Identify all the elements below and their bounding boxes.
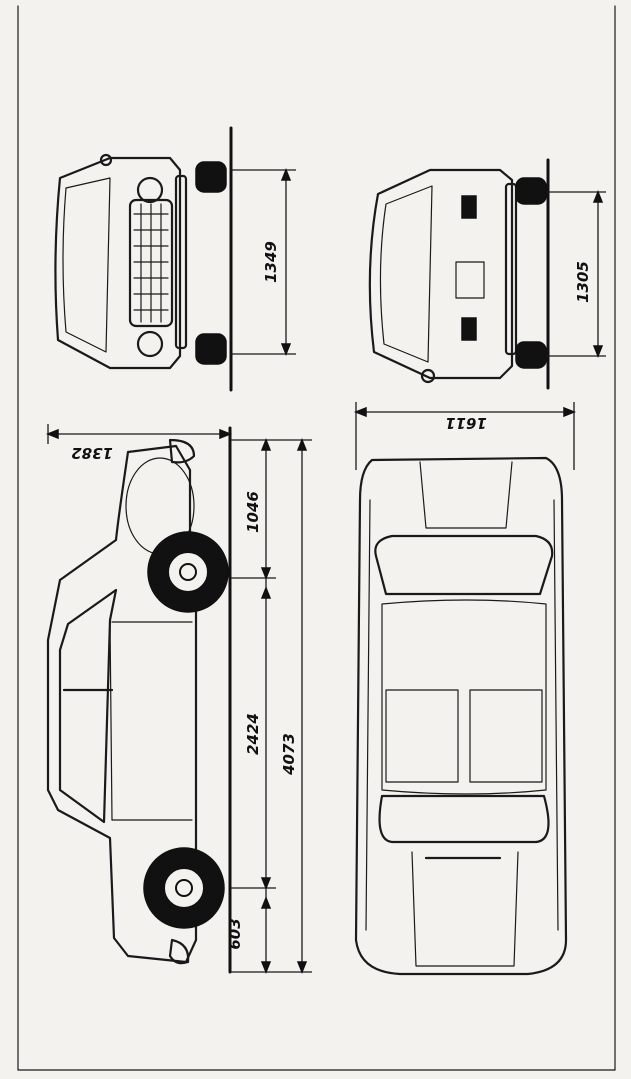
- side-view: 1382 1046 2424 603 40: [45, 424, 312, 975]
- side-height-label: 1382: [71, 444, 113, 462]
- rear-view-back-window: [379, 185, 433, 363]
- side-height-dimension: 1382: [45, 424, 233, 462]
- rear-view-tire-left: [515, 177, 547, 205]
- front-view-headlight-right: [136, 330, 164, 358]
- side-view-rear-bumper: [168, 938, 190, 965]
- side-view-greenhouse: [58, 588, 118, 824]
- rear-view-license-plate: [455, 261, 485, 299]
- side-view-front-bumper: [168, 438, 196, 464]
- top-view-seat-left: [385, 689, 459, 783]
- front-view: 1349: [54, 126, 296, 392]
- front-view-grille-bars: [133, 203, 169, 323]
- rear-height-label: 1305: [574, 261, 592, 303]
- page-frame: [17, 5, 616, 1071]
- track-width-dimension: 1611: [353, 402, 577, 470]
- side-view-beltline: [109, 619, 113, 821]
- length-dimensions: 1046 2424 603 4073: [226, 437, 312, 975]
- side-view-body: [46, 444, 198, 964]
- top-view-side-strip-right: [553, 499, 559, 931]
- front-view-tire-right: [195, 333, 227, 365]
- front-view-bumper: [174, 174, 188, 350]
- front-view-headlight-left: [136, 176, 164, 204]
- side-view-front-wheel: [147, 531, 229, 613]
- rear-view-tire-right: [515, 341, 547, 369]
- top-view-roof: [381, 599, 547, 795]
- rear-view-taillight-right: [461, 317, 477, 341]
- rear-view-taillight-left: [461, 195, 477, 219]
- front-view-body: [54, 156, 182, 370]
- rear-view-bumper: [504, 182, 518, 356]
- top-view-side-strip-left: [365, 499, 371, 931]
- wheelbase-label: 2424: [244, 713, 262, 755]
- rear-overhang-label: 603: [226, 918, 244, 949]
- front-overhang-label: 1046: [244, 491, 262, 533]
- rear-view: 1305: [368, 158, 606, 390]
- top-view-hood-panel: [419, 461, 513, 529]
- side-view-rear-wheel: [143, 847, 225, 929]
- front-view-grille: [128, 198, 174, 328]
- front-view-mirror: [99, 153, 113, 167]
- rear-view-body: [368, 168, 514, 380]
- front-height-dimension: 1349: [230, 167, 296, 357]
- top-view-body: [354, 456, 568, 976]
- top-view-rear-window: [378, 794, 550, 844]
- track-width-label: 1611: [445, 414, 487, 432]
- top-view-trunk: [411, 851, 519, 967]
- front-view-tire-left: [195, 161, 227, 193]
- top-view-windshield: [374, 534, 554, 596]
- overall-length-label: 4073: [280, 733, 298, 776]
- top-view-seat-right: [469, 689, 543, 783]
- rear-view-mirror: [420, 368, 436, 384]
- front-height-label: 1349: [262, 241, 280, 283]
- top-view: 1611: [353, 402, 577, 976]
- front-view-windshield: [62, 177, 111, 353]
- rear-height-dimension: 1305: [546, 189, 606, 359]
